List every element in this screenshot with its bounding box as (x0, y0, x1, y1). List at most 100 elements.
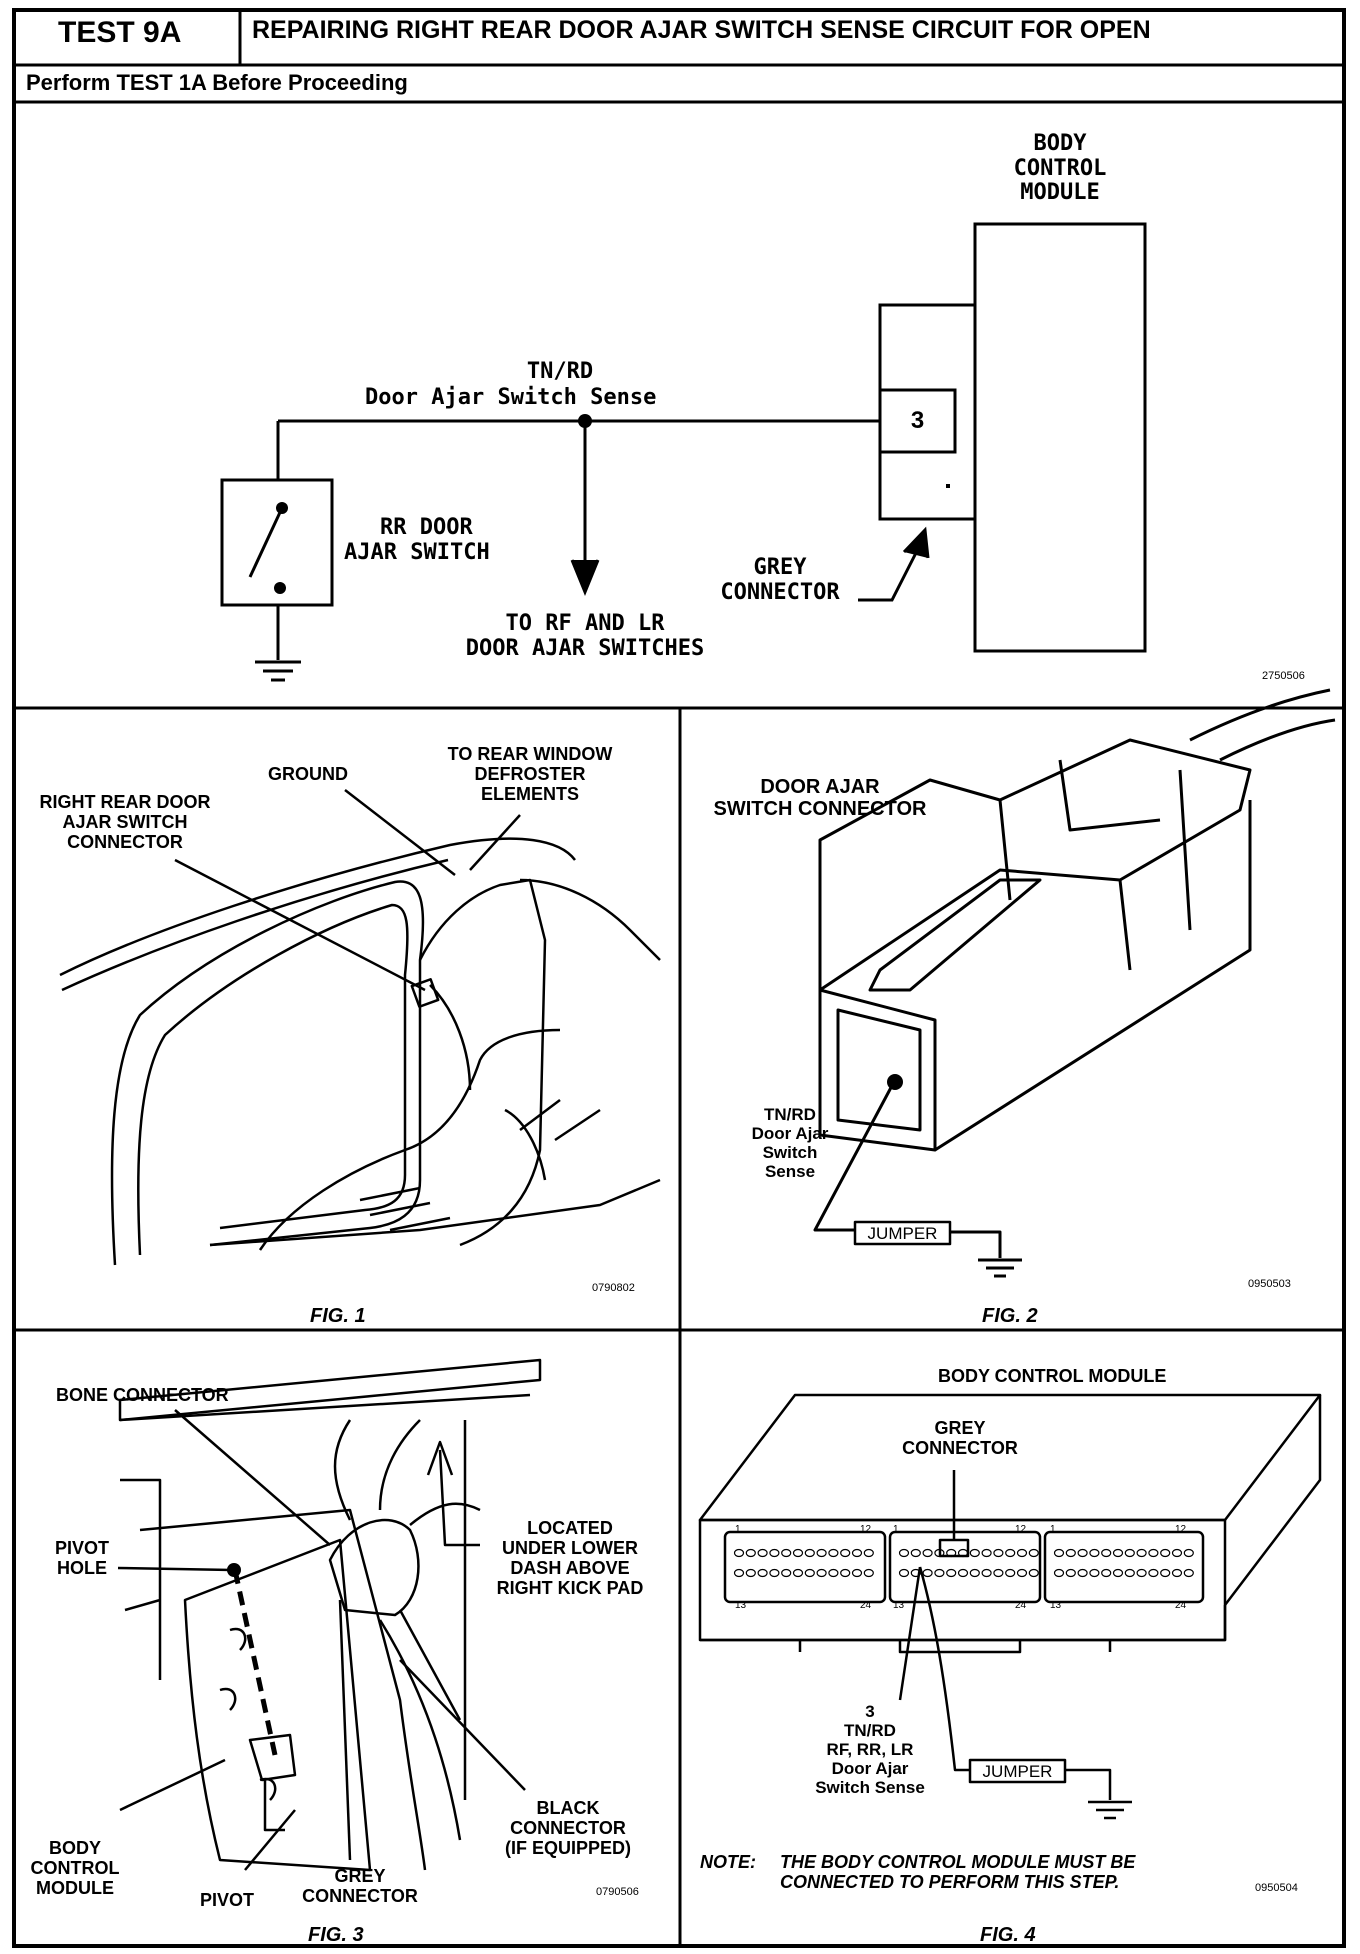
fig4-pin-cavity (1148, 1548, 1159, 1558)
fig4-mount-tabs (798, 1640, 1112, 1654)
fig2-latch (868, 878, 1042, 992)
fig4-bcm-base (700, 1605, 1227, 1642)
fig4-pin-cavity (1005, 1548, 1016, 1558)
bcm-label-line-1: BODY (1033, 131, 1087, 156)
fig1-vents (359, 1186, 451, 1232)
fig4-pin-cavity (804, 1548, 815, 1558)
fig4-note-line-1: THE BODY CONTROL MODULE MUST BE (780, 1852, 1136, 1872)
fig1-connector-label: RIGHT REAR DOOR AJAR SWITCH CONNECTOR (20, 792, 230, 852)
fig4-pin-cavity (1053, 1568, 1065, 1578)
fig4-grey-line-1: GREY (934, 1418, 986, 1438)
fig2-wires (1189, 688, 1336, 762)
fig3-leader-black (399, 1659, 526, 1791)
fig1-artwork (59, 789, 661, 1266)
fig3-leader-grey (338, 1599, 352, 1861)
fig1-floor (209, 1178, 661, 1247)
fig1-connector-line-2: AJAR SWITCH (62, 812, 188, 833)
fig1-harness-2 (429, 984, 472, 1091)
fig2-jumper-label: JUMPER (867, 1224, 938, 1243)
bcm-label: BODY CONTROL MODULE (985, 131, 1135, 206)
fig3-black-label: BLACK CONNECTOR (IF EQUIPPED) (488, 1798, 648, 1858)
fig4-note-label: NOTE: (700, 1852, 756, 1872)
fig4-pin-number: 24 (1175, 1600, 1187, 1611)
fig4-pin-cavity (1077, 1548, 1088, 1558)
fig3-leader-located (438, 1449, 480, 1547)
fig1-trim (504, 1099, 601, 1181)
fig4-pin-cavity (946, 1548, 957, 1558)
fig2-title: DOOR AJAR SWITCH CONNECTOR (700, 776, 940, 821)
fig4-pin-cavity (922, 1568, 933, 1578)
fig4-caption: FIG. 4 (980, 1924, 1036, 1946)
fig2-caption: FIG. 2 (982, 1305, 1038, 1327)
fig4-pin-number: 12 (1175, 1524, 1187, 1535)
branch-arrow (570, 559, 600, 596)
fig3-ref: 0790506 (596, 1886, 639, 1898)
fig4-pin-cavity (957, 1548, 969, 1558)
fig4-pin-cavity (1101, 1548, 1112, 1558)
fig3-located-line-2: UNDER LOWER (502, 1538, 638, 1559)
fig1-connector-line-3: CONNECTOR (67, 832, 183, 853)
fig3-panel-notches (219, 1627, 277, 1801)
fig4-pin-cavity (828, 1548, 839, 1558)
fig4-wire-label: 3 TN/RD RF, RR, LR Door Ajar Switch Sens… (800, 1702, 940, 1797)
fig4-wire-label-leader (898, 1566, 922, 1701)
fig4-pin-cavity (1171, 1568, 1183, 1578)
fig4-pin-cavity (993, 1568, 1004, 1578)
switch-label: RR DOOR AJAR SWITCH (344, 515, 490, 565)
fig4-wire-line-4: Door Ajar (831, 1759, 909, 1779)
fig4-pin-cavity (1112, 1568, 1124, 1578)
fig4-pin-cavity (1065, 1568, 1076, 1578)
schematic (220, 222, 1147, 682)
fig1-door-opening (110, 880, 425, 1266)
fig3-artwork (117, 1358, 542, 1872)
fig2-jumper-right (950, 1230, 1002, 1258)
fig4-pin-cavity (733, 1548, 745, 1558)
fig1-defroster-line-1: TO REAR WINDOW (447, 744, 613, 764)
fig4-ref: 0950504 (1255, 1882, 1298, 1894)
fig4-pin-cavity (1016, 1548, 1028, 1558)
fig1-quarter-panel (519, 878, 661, 961)
fig3-pivot-hole-label: PIVOT HOLE (42, 1538, 122, 1578)
fig4-wire-line-1: 3 (865, 1702, 875, 1721)
branch-label-line-2: DOOR AJAR SWITCHES (465, 635, 705, 661)
fig4-pin-number: 1 (1050, 1524, 1056, 1535)
fig3-leader-bcm (119, 1758, 226, 1812)
fig4-wire-line-2: TN/RD (844, 1721, 896, 1741)
fig3-bcm-line-1: BODY (48, 1838, 101, 1858)
fig4-pin-cavity (910, 1548, 921, 1558)
fig4-pin-cavity (816, 1548, 827, 1558)
switch-label-line-2: AJAR SWITCH (344, 539, 490, 565)
fig4-pin-number: 1 (893, 1524, 899, 1535)
fig4-pin-cavity (1028, 1548, 1039, 1558)
grey-connector-arrowhead (902, 526, 930, 559)
fig4-pin-cavity (934, 1568, 945, 1578)
fig1-leader-connector (174, 858, 426, 992)
prerequisite-note: Perform TEST 1A Before Proceeding (26, 70, 408, 95)
fig3-located-label: LOCATED UNDER LOWER DASH ABOVE RIGHT KIC… (480, 1518, 660, 1599)
fig2-face-inner (836, 1008, 922, 1132)
fig3-bcm-line-2: CONTROL (30, 1858, 120, 1879)
fig4-pin-cavity (757, 1548, 768, 1558)
fig4-pin-cavity (1112, 1548, 1124, 1558)
fig4-pin-cavity (863, 1568, 874, 1578)
fig4-jumper-right (1065, 1768, 1112, 1800)
fig4-pin-cavity (745, 1568, 756, 1578)
fig4-pin-cavity (910, 1568, 921, 1578)
fig3-bcm-line-3: MODULE (36, 1878, 114, 1899)
fig4-grey-label: GREY CONNECTOR (885, 1418, 1035, 1458)
fig4-pin-cavity (792, 1548, 804, 1558)
switch-label-line-1: RR DOOR (380, 515, 473, 540)
fig1-defroster-line-3: ELEMENTS (480, 784, 579, 805)
fig2-wire-line-4: Sense (764, 1162, 816, 1182)
fig3-dash-rail-2 (119, 1393, 531, 1422)
fig3-caption: FIG. 3 (308, 1924, 364, 1946)
fig1-pillar (418, 878, 547, 1247)
fig4-bcm-face (698, 1518, 1227, 1642)
pin-3-label: 3 (910, 407, 925, 434)
fig3-connector-block (328, 1518, 420, 1617)
fig4-pin-cavity (946, 1568, 957, 1578)
fig4-pin-cavity (1183, 1548, 1194, 1558)
fig2-wire-label: TN/RD Door Ajar Switch Sense (725, 1105, 855, 1181)
